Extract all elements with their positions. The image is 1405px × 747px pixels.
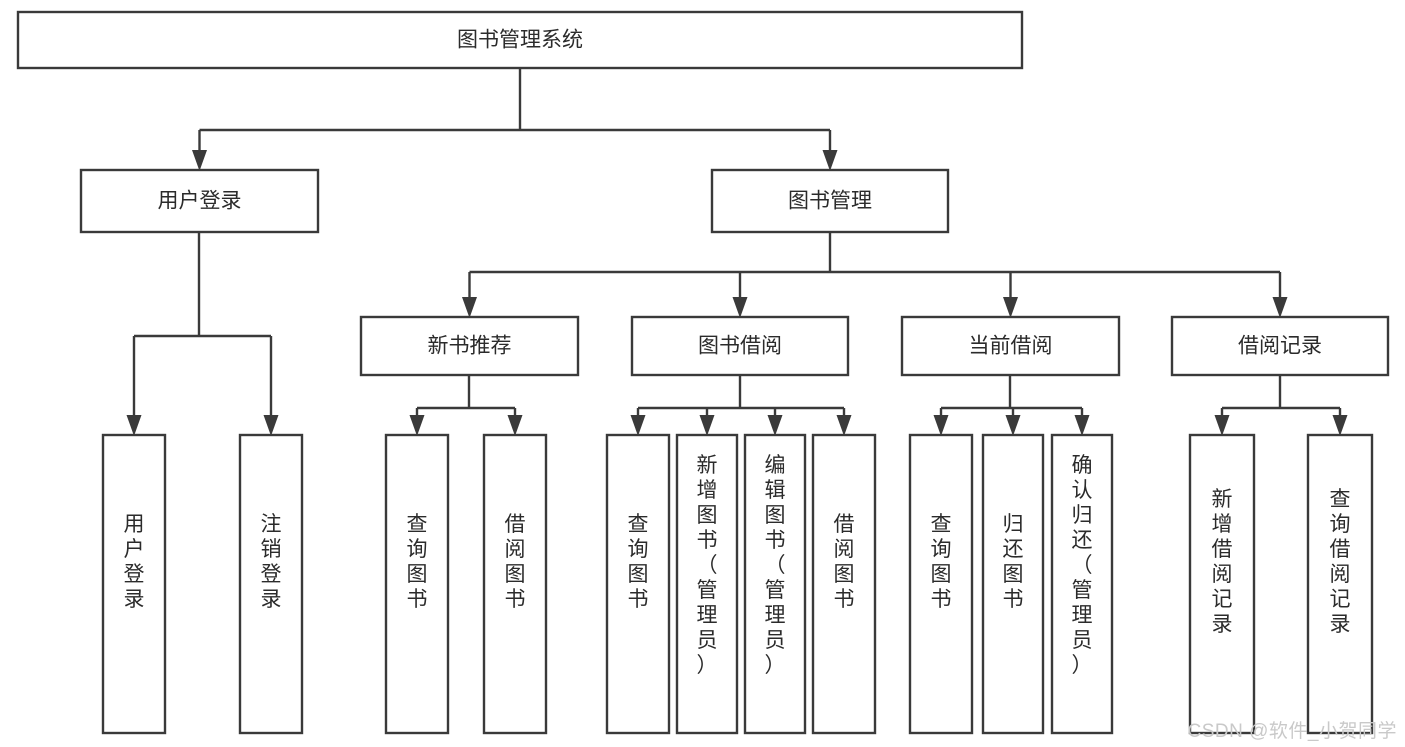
connector-group-user-login bbox=[126, 232, 279, 436]
node-label: 确认归还（管理员） bbox=[1072, 454, 1093, 677]
node-layer: 图书管理系统用户登录图书管理新书推荐图书借阅当前借阅借阅记录用户登录注销登录查询… bbox=[16, 10, 1390, 735]
node-box[interactable] bbox=[605, 433, 671, 735]
node-label: 图书借阅 bbox=[698, 335, 782, 358]
node-box[interactable] bbox=[482, 433, 548, 735]
arrow-head-icon bbox=[630, 415, 646, 436]
node-label: 借阅记录 bbox=[1238, 335, 1322, 358]
connector-group-current-borrow bbox=[933, 375, 1090, 436]
node-box[interactable] bbox=[1188, 433, 1256, 735]
node-box[interactable] bbox=[384, 433, 450, 735]
node-box[interactable] bbox=[1306, 433, 1374, 735]
arrow-head-icon bbox=[836, 415, 852, 436]
node-label: 查询图书 bbox=[931, 513, 952, 611]
node-leaf-return-book[interactable]: 归还图书 bbox=[981, 433, 1045, 735]
node-label: 查询图书 bbox=[628, 513, 649, 611]
node-box[interactable] bbox=[1170, 315, 1390, 377]
node-borrow-record[interactable]: 借阅记录 bbox=[1170, 315, 1390, 377]
node-leaf-user-login[interactable]: 用户登录 bbox=[101, 433, 167, 735]
node-box[interactable] bbox=[359, 315, 580, 377]
node-label: 用户登录 bbox=[158, 190, 242, 213]
connector-group-book-manage bbox=[462, 232, 1288, 318]
node-label: 图书管理 bbox=[788, 190, 872, 213]
arrow-head-icon bbox=[1332, 415, 1348, 436]
node-leaf-borrow-book-1[interactable]: 借阅图书 bbox=[482, 433, 548, 735]
arrow-head-icon bbox=[767, 415, 783, 436]
arrow-head-icon bbox=[192, 150, 207, 171]
arrow-head-icon bbox=[1074, 415, 1090, 436]
node-leaf-confirm-return[interactable]: 确认归还（管理员） bbox=[1050, 433, 1114, 735]
node-label: 新书推荐 bbox=[428, 335, 512, 358]
node-box[interactable] bbox=[743, 433, 807, 735]
arrow-head-icon bbox=[462, 297, 477, 318]
node-label: 编辑图书（管理员） bbox=[765, 454, 786, 677]
node-label: 借阅图书 bbox=[505, 513, 526, 611]
node-label: 新增借阅记录 bbox=[1212, 488, 1233, 636]
node-box[interactable] bbox=[710, 168, 950, 234]
node-label: 查询图书 bbox=[407, 513, 428, 611]
node-leaf-query-book-1[interactable]: 查询图书 bbox=[384, 433, 450, 735]
arrow-head-icon bbox=[1272, 297, 1288, 318]
node-current-borrow[interactable]: 当前借阅 bbox=[900, 315, 1121, 377]
arrow-head-icon bbox=[263, 415, 279, 436]
node-root[interactable]: 图书管理系统 bbox=[16, 10, 1024, 70]
node-label: 用户登录 bbox=[124, 513, 145, 611]
connector-layer bbox=[126, 68, 1348, 436]
node-leaf-edit-book[interactable]: 编辑图书（管理员） bbox=[743, 433, 807, 735]
node-leaf-borrow-book-2[interactable]: 借阅图书 bbox=[811, 433, 877, 735]
node-leaf-query-book-3[interactable]: 查询图书 bbox=[908, 433, 974, 735]
node-label: 借阅图书 bbox=[834, 513, 855, 611]
node-box[interactable] bbox=[675, 433, 739, 735]
node-box[interactable] bbox=[1050, 433, 1114, 735]
arrow-head-icon bbox=[1005, 415, 1021, 436]
node-box[interactable] bbox=[101, 433, 167, 735]
node-box[interactable] bbox=[238, 433, 304, 735]
node-label: 查询借阅记录 bbox=[1330, 488, 1351, 636]
node-label: 新增图书（管理员） bbox=[697, 454, 718, 677]
node-leaf-query-book-2[interactable]: 查询图书 bbox=[605, 433, 671, 735]
arrow-head-icon bbox=[1214, 415, 1230, 436]
node-book-borrow[interactable]: 图书借阅 bbox=[630, 315, 850, 377]
arrow-head-icon bbox=[933, 415, 949, 436]
arrow-head-icon bbox=[507, 415, 523, 436]
node-box[interactable] bbox=[900, 315, 1121, 377]
node-leaf-query-record[interactable]: 查询借阅记录 bbox=[1306, 433, 1374, 735]
node-box[interactable] bbox=[908, 433, 974, 735]
node-label: 图书管理系统 bbox=[457, 29, 583, 52]
node-label: 归还图书 bbox=[1003, 513, 1024, 611]
connector-group-borrow-record bbox=[1214, 375, 1348, 436]
node-box[interactable] bbox=[16, 10, 1024, 70]
arrow-head-icon bbox=[409, 415, 425, 436]
connector-group-root bbox=[192, 68, 838, 171]
node-new-book-rec[interactable]: 新书推荐 bbox=[359, 315, 580, 377]
node-leaf-add-record[interactable]: 新增借阅记录 bbox=[1188, 433, 1256, 735]
arrow-head-icon bbox=[822, 150, 838, 171]
node-book-manage[interactable]: 图书管理 bbox=[710, 168, 950, 234]
node-label: 注销登录 bbox=[261, 513, 282, 611]
node-box[interactable] bbox=[811, 433, 877, 735]
node-box[interactable] bbox=[630, 315, 850, 377]
node-box[interactable] bbox=[981, 433, 1045, 735]
node-box[interactable] bbox=[79, 168, 320, 234]
connector-group-book-borrow bbox=[630, 375, 852, 436]
arrow-head-icon bbox=[1003, 297, 1018, 318]
node-leaf-logout[interactable]: 注销登录 bbox=[238, 433, 304, 735]
node-label: 当前借阅 bbox=[969, 335, 1053, 358]
arrow-head-icon bbox=[699, 415, 715, 436]
node-user-login[interactable]: 用户登录 bbox=[79, 168, 320, 234]
arrow-head-icon bbox=[732, 297, 748, 318]
connector-group-new-book-rec bbox=[409, 375, 523, 436]
arrow-head-icon bbox=[126, 415, 142, 436]
node-leaf-add-book[interactable]: 新增图书（管理员） bbox=[675, 433, 739, 735]
